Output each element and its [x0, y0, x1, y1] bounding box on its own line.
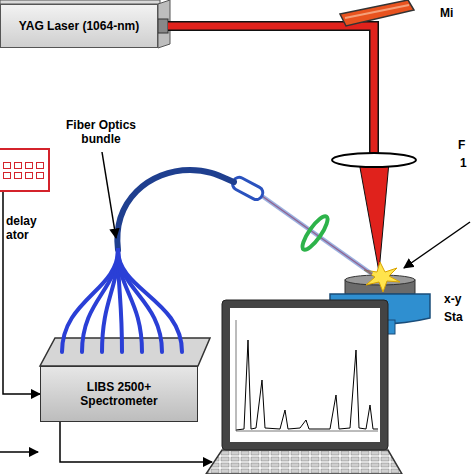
laser-beam-outline [168, 26, 374, 158]
spectrometer-box: LIBS 2500+ Spectrometer [40, 366, 198, 422]
laser-box: YAG Laser (1064-nm) [0, 4, 158, 48]
focused-beam [359, 162, 389, 272]
laptop-keyboard [206, 450, 402, 474]
keypad [3, 162, 44, 179]
callout-label: Mi [440, 6, 453, 20]
key [25, 172, 33, 179]
node-label: YAG Laser (1064-nm) [19, 19, 139, 33]
callout-label: F [458, 138, 465, 152]
laser-aperture [158, 19, 168, 33]
node-label: delay ator [6, 214, 50, 243]
data-cable [60, 422, 212, 462]
callout-label: x-y [444, 292, 461, 306]
laptop-screen [222, 300, 388, 450]
trigger-line [0, 451, 38, 453]
laser-beam [168, 26, 374, 158]
bundle-pointer [102, 152, 116, 238]
collimator [231, 175, 265, 202]
key [3, 162, 11, 169]
key [3, 172, 11, 179]
callout-label: Sta [444, 310, 463, 324]
spectrum-trace [236, 340, 378, 430]
fiber-fan [62, 250, 182, 352]
spectrometer-top [40, 338, 210, 366]
focusing-lens [332, 153, 416, 167]
pointer-line [404, 222, 470, 268]
key [36, 172, 44, 179]
key [14, 172, 22, 179]
callout-label: Fiber Optics bundle [58, 118, 144, 147]
mirror [340, 0, 414, 26]
delay-generator: delay ator [0, 148, 50, 192]
key [25, 162, 33, 169]
collection-lens [299, 213, 332, 253]
node-label: LIBS 2500+ Spectrometer [69, 380, 169, 409]
fiber-bundle [117, 170, 234, 250]
key [14, 162, 22, 169]
callout-label: 1 [460, 156, 467, 170]
plasma-spark [364, 262, 400, 292]
key [36, 162, 44, 169]
